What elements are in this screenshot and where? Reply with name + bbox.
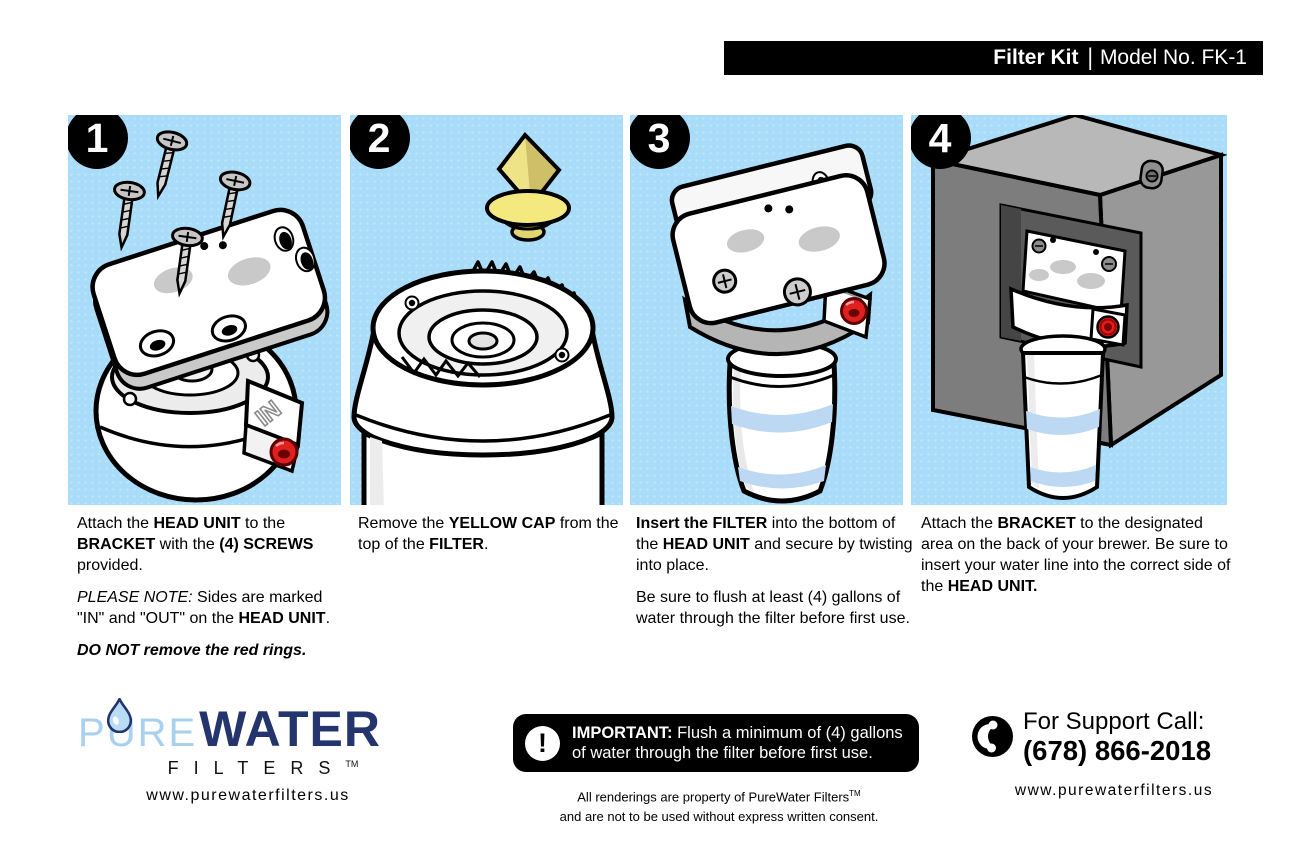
step2-panel: 2 bbox=[350, 115, 623, 505]
important-text: IMPORTANT: Flush a minimum of (4) gallon… bbox=[572, 724, 903, 762]
step4-caption: Attach the BRACKET to the designated are… bbox=[921, 513, 1233, 608]
step4-panel: 4 bbox=[911, 115, 1227, 505]
red-ring bbox=[840, 297, 868, 325]
red-ring bbox=[1096, 315, 1120, 339]
instruction-paragraph: Remove the YELLOW CAP from the top of th… bbox=[358, 515, 619, 553]
step3-illustration bbox=[669, 143, 887, 504]
support-call-label: For Support Call: bbox=[1023, 708, 1205, 735]
step-number: 1 bbox=[85, 115, 109, 161]
instruction-paragraph: Attach the BRACKET to the designated are… bbox=[921, 515, 1231, 595]
instruction-paragraph: Attach the HEAD UNIT to the BRACKET with… bbox=[77, 515, 314, 574]
step1-panel: 1 bbox=[68, 115, 341, 505]
filter-cartridge bbox=[351, 260, 615, 505]
red-ring bbox=[269, 437, 299, 467]
instruction-paragraph: DO NOT remove the red rings. bbox=[77, 642, 307, 659]
step4-number-badge: 4 bbox=[911, 115, 971, 169]
water-drop-icon bbox=[106, 698, 132, 733]
step1-caption: Attach the HEAD UNIT to the BRACKET with… bbox=[77, 513, 343, 672]
step1-number-badge: 1 bbox=[68, 115, 128, 169]
instruction-paragraph: Be sure to flush at least (4) gallons of… bbox=[636, 589, 910, 627]
title-divider: | bbox=[1087, 44, 1093, 71]
instruction-paragraph: Insert the FILTER into the bottom of the… bbox=[636, 515, 913, 574]
bracket bbox=[90, 207, 330, 391]
trademark-symbol: TM bbox=[345, 759, 359, 769]
step2-number-badge: 2 bbox=[350, 115, 410, 169]
title-banner: Filter Kit | Model No. FK-1 bbox=[724, 41, 1263, 75]
trademark-symbol: TM bbox=[849, 789, 861, 798]
step-number: 2 bbox=[367, 115, 391, 161]
step3-panel: 3 bbox=[630, 115, 903, 505]
website-url: www.purewaterfilters.us bbox=[1014, 782, 1214, 799]
disclaimer: All renderings are property of PureWater… bbox=[559, 789, 879, 825]
logo-filters-text: FILTERSTM bbox=[167, 758, 359, 778]
bracket bbox=[1009, 229, 1129, 349]
head-unit bbox=[669, 143, 887, 357]
step2-illustration bbox=[351, 131, 615, 505]
exclamation-icon: ! bbox=[525, 725, 560, 761]
step4-illustration bbox=[925, 115, 1227, 500]
logo-water-text: WATER bbox=[199, 701, 381, 757]
support-phone-number: (678) 866-2018 bbox=[1023, 735, 1212, 766]
support-block: For Support Call: (678) 866-2018 www.pur… bbox=[972, 708, 1256, 800]
step-number: 4 bbox=[928, 115, 952, 161]
step3-number-badge: 3 bbox=[630, 115, 690, 169]
step-number: 3 bbox=[647, 115, 671, 161]
phone-icon bbox=[972, 716, 1013, 757]
step1-illustration: IN bbox=[90, 127, 330, 503]
yellow-cap bbox=[485, 131, 571, 242]
model-number: Model No. FK-1 bbox=[1099, 46, 1247, 69]
product-title: Filter Kit bbox=[993, 46, 1079, 69]
filter-cartridge bbox=[1019, 334, 1107, 500]
filter-cartridge bbox=[726, 340, 838, 504]
instruction-paragraph: PLEASE NOTE: Sides are marked "IN" and "… bbox=[77, 589, 331, 627]
step3-caption: Insert the FILTER into the bottom of the… bbox=[636, 513, 916, 640]
step2-caption: Remove the YELLOW CAP from the top of th… bbox=[358, 513, 630, 566]
important-notice: ! IMPORTANT: Flush a minimum of (4) gall… bbox=[513, 714, 919, 772]
website-url: www.purewaterfilters.us bbox=[146, 787, 350, 804]
